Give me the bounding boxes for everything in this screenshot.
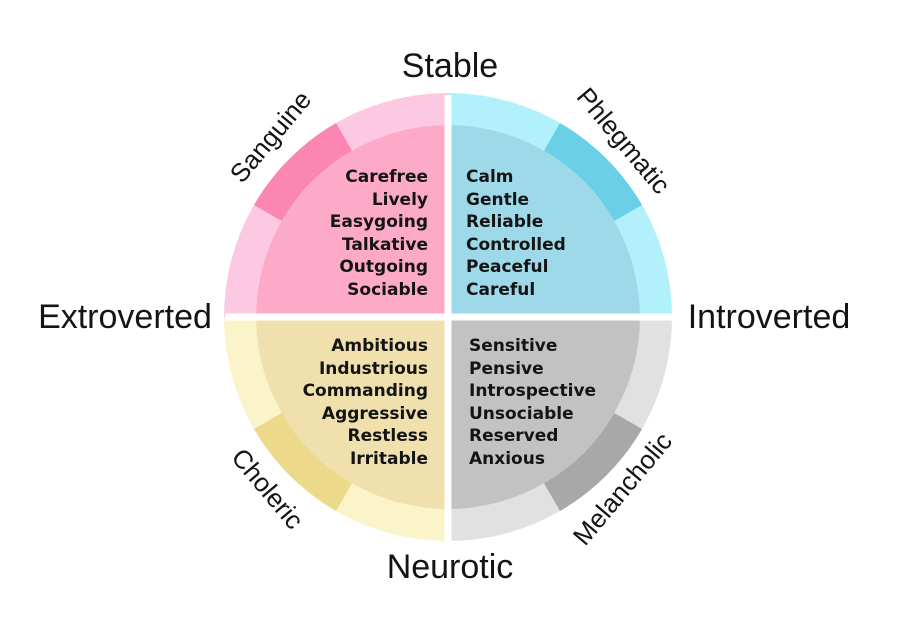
quadrant-ring-accent-phlegmatic <box>544 123 642 221</box>
trait-item: Easygoing <box>330 212 428 232</box>
trait-item: Controlled <box>466 235 566 255</box>
trait-item: Talkative <box>342 235 428 255</box>
traits-phlegmatic: Calm Gentle Reliable Controlled Peaceful… <box>466 167 566 300</box>
trait-item: Unsociable <box>469 404 574 424</box>
quadrant-melancholic <box>448 317 640 509</box>
trait-item: Irritable <box>350 449 428 469</box>
axis-label-stable: Stable <box>402 47 498 85</box>
trait-item: Reserved <box>469 426 558 446</box>
trait-item: Aggressive <box>322 404 428 424</box>
quadrant-sanguine <box>256 125 448 317</box>
trait-item: Pensive <box>469 359 544 379</box>
trait-item: Lively <box>372 190 428 210</box>
trait-item: Sensitive <box>469 336 557 356</box>
trait-item: Introspective <box>469 381 596 401</box>
trait-item: Calm <box>466 167 514 187</box>
trait-item: Anxious <box>469 449 545 469</box>
quadrant-ring-accent-melancholic <box>544 413 642 511</box>
axis-label-introverted: Introverted <box>688 298 851 336</box>
trait-item: Carefree <box>345 167 428 187</box>
trait-item: Careful <box>466 280 535 300</box>
trait-item: Commanding <box>303 381 428 401</box>
quadrant-shapes <box>224 93 672 541</box>
trait-item: Industrious <box>319 359 428 379</box>
traits-sanguine: Carefree Lively Easygoing Talkative Outg… <box>330 167 428 300</box>
trait-item: Sociable <box>347 280 428 300</box>
trait-item: Ambitious <box>331 336 428 356</box>
trait-item: Outgoing <box>339 257 428 277</box>
trait-item: Reliable <box>466 212 543 232</box>
axis-label-neurotic: Neurotic <box>387 548 514 586</box>
traits-melancholic: Sensitive Pensive Introspective Unsociab… <box>469 336 596 469</box>
trait-item: Peaceful <box>466 257 548 277</box>
axis-label-extroverted: Extroverted <box>38 298 212 336</box>
divider-lines <box>225 95 672 542</box>
quadrant-choleric <box>256 317 448 509</box>
trait-item: Gentle <box>466 190 529 210</box>
quadrant-phlegmatic <box>448 125 640 317</box>
traits-choleric: Ambitious Industrious Commanding Aggress… <box>303 336 428 469</box>
trait-item: Restless <box>348 426 428 446</box>
quadrant-ring-accent-choleric <box>254 413 352 511</box>
quadrant-ring-accent-sanguine <box>254 123 352 221</box>
